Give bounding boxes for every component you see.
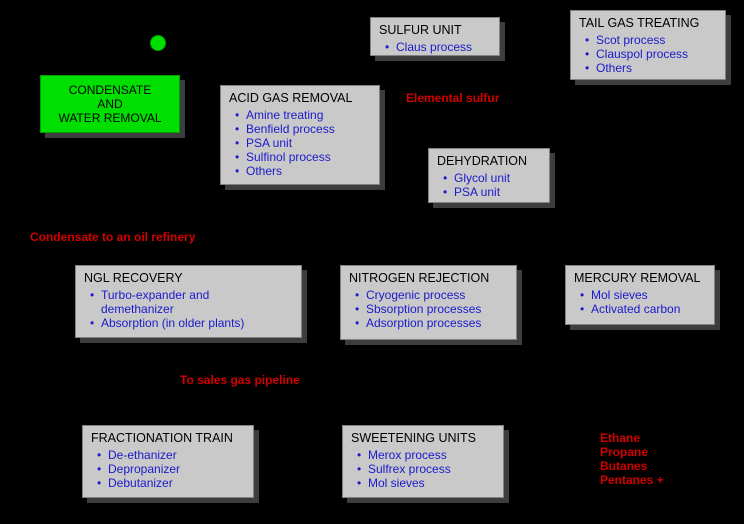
sweetening-units-box: SWEETENING UNITS Merox process Sulfrex p… [342,425,504,498]
inlet-node-circle [150,35,166,51]
list-item: Activated carbon [580,302,706,316]
dehydration-box: DEHYDRATION Glycol unit PSA unit [428,148,550,203]
list-item: Turbo-expander and demethanizer [90,288,229,316]
list-item: Mol sieves [357,476,495,490]
product-label: Pentanes + [600,473,664,487]
list-item: Adsorption processes [355,316,508,330]
process-list: De-ethanizer Depropanizer Debutanizer [91,448,245,490]
list-item: PSA unit [235,136,371,150]
box-title-line: CONDENSATE [68,83,152,97]
condensate-refinery-label: Condensate to an oil refinery [30,230,196,244]
list-item: Glycol unit [443,171,541,185]
box-title: SULFUR UNIT [379,23,462,37]
list-item: Scot process [585,33,717,47]
process-list: Amine treating Benfield process PSA unit… [229,108,371,178]
list-item: Amine treating [235,108,371,122]
list-item: Sulfrex process [357,462,495,476]
box-title: DEHYDRATION [437,154,528,168]
condensate-water-removal-box: CONDENSATE AND WATER REMOVAL [40,75,180,133]
box-title: NGL RECOVERY [84,271,183,285]
process-list: Glycol unit PSA unit [437,171,541,199]
process-list: Scot process Clauspol process Others [579,33,717,75]
process-list: Mol sieves Activated carbon [574,288,706,316]
box-title: ACID GAS REMOVAL [229,91,353,105]
list-item: Others [235,164,371,178]
nitrogen-rejection-box: NITROGEN REJECTION Cryogenic process Sbs… [340,265,517,340]
product-label: Ethane [600,431,641,445]
list-item: Depropanizer [97,462,245,476]
box-title: FRACTIONATION TRAIN [91,431,233,445]
sulfur-unit-box: SULFUR UNIT Claus process [370,17,500,56]
product-labels: Ethane Propane Butanes Pentanes + [600,431,664,487]
process-list: Turbo-expander and demethanizer Absorpti… [84,288,293,330]
box-title: MERCURY REMOVAL [574,271,701,285]
sales-gas-label: To sales gas pipeline [180,373,300,387]
acid-gas-removal-box: ACID GAS REMOVAL Amine treating Benfield… [220,85,380,185]
mercury-removal-box: MERCURY REMOVAL Mol sieves Activated car… [565,265,715,325]
box-title: NITROGEN REJECTION [349,271,490,285]
list-item: Sulfinol process [235,150,371,164]
process-list: Cryogenic process Sbsorption processes A… [349,288,508,330]
list-item: Others [585,61,717,75]
list-item: Clauspol process [585,47,717,61]
list-item: Cryogenic process [355,288,508,302]
elemental-sulfur-label: Elemental sulfur [406,91,500,105]
fractionation-train-box: FRACTIONATION TRAIN De-ethanizer Depropa… [82,425,254,498]
list-item: Mol sieves [580,288,706,302]
ngl-recovery-box: NGL RECOVERY Turbo-expander and demethan… [75,265,302,338]
tail-gas-treating-box: TAIL GAS TREATING Scot process Clauspol … [570,10,726,80]
box-title: SWEETENING UNITS [351,431,477,445]
box-title-line: AND [97,97,123,111]
list-item: De-ethanizer [97,448,245,462]
process-list: Merox process Sulfrex process Mol sieves [351,448,495,490]
list-item: Sbsorption processes [355,302,508,316]
list-item: PSA unit [443,185,541,199]
box-title-line: WATER REMOVAL [58,111,162,125]
list-item: Merox process [357,448,495,462]
box-title: TAIL GAS TREATING [579,16,700,30]
list-item: Claus process [385,40,491,54]
product-label: Butanes [600,459,648,473]
list-item: Benfield process [235,122,371,136]
product-label: Propane [600,445,649,459]
list-item: Absorption (in older plants) [90,316,293,330]
list-item: Debutanizer [97,476,245,490]
process-list: Claus process [379,40,491,54]
